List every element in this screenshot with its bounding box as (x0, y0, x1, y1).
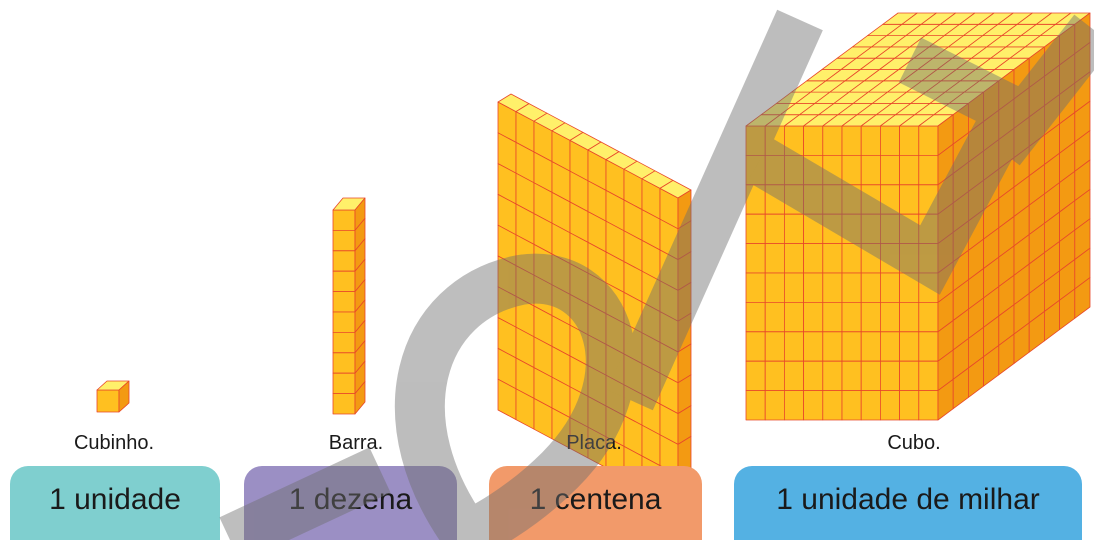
caption-cubinho: Cubinho. (73, 432, 155, 454)
tag-unidade-de-milhar: 1 unidade de milhar (734, 466, 1082, 540)
tag-unidade: 1 unidade (10, 466, 220, 540)
thousand-cube-icon (745, 12, 1091, 421)
caption-placa: Placa. (566, 432, 622, 454)
tag-centena: 1 centena (489, 466, 702, 540)
caption-barra: Barra. (328, 432, 384, 454)
unit-cube-icon (96, 380, 130, 413)
ten-rod-icon (332, 197, 366, 415)
tag-dezena: 1 dezena (244, 466, 457, 540)
caption-cubo: Cubo. (887, 432, 941, 454)
hundred-flat-icon (497, 93, 692, 507)
